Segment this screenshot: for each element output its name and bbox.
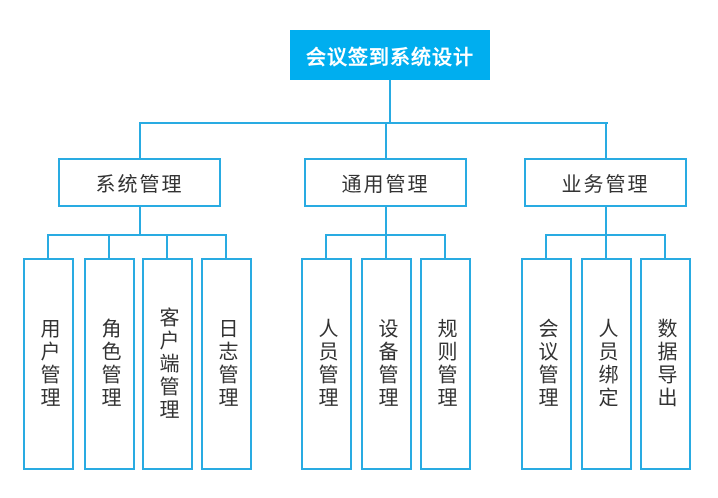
leaf-node-label: 规则管理	[434, 318, 456, 410]
leaf-node-personnel-binding: 人员绑定	[581, 258, 632, 470]
connector-line	[545, 234, 547, 258]
connector-line	[389, 80, 391, 123]
connector-line	[47, 234, 227, 236]
connector-line	[444, 234, 446, 258]
leaf-node-label: 角色管理	[98, 318, 120, 410]
connector-line	[605, 122, 607, 158]
leaf-node-label: 用户管理	[37, 318, 59, 410]
group-node-system-management: 系统管理	[58, 158, 221, 207]
group-node-general-management: 通用管理	[304, 158, 467, 207]
leaf-node-client-management: 客户端管理	[142, 258, 193, 470]
connector-line	[108, 234, 110, 258]
leaf-node-label: 人员绑定	[595, 318, 617, 410]
connector-line	[47, 234, 49, 258]
connector-line	[605, 207, 607, 236]
leaf-node-label: 客户端管理	[156, 306, 178, 422]
connector-line	[664, 234, 666, 258]
root-node-label: 会议签到系统设计	[306, 46, 474, 69]
connector-line	[225, 234, 227, 258]
connector-line	[139, 207, 141, 236]
connector-line	[385, 122, 387, 158]
leaf-node-label: 设备管理	[375, 318, 397, 410]
leaf-node-label: 人员管理	[315, 318, 337, 410]
leaf-node-personnel-management: 人员管理	[301, 258, 352, 470]
connector-line	[139, 122, 608, 124]
root-node-meeting-checkin-system-design: 会议签到系统设计	[290, 30, 490, 80]
group-node-label: 业务管理	[561, 174, 650, 196]
leaf-node-role-management: 角色管理	[84, 258, 135, 470]
connector-line	[385, 234, 387, 258]
leaf-node-label: 数据导出	[654, 318, 676, 410]
group-node-business-management: 业务管理	[524, 158, 687, 207]
leaf-node-data-export: 数据导出	[640, 258, 691, 470]
leaf-node-device-management: 设备管理	[361, 258, 412, 470]
leaf-node-rule-management: 规则管理	[420, 258, 471, 470]
leaf-node-label: 会议管理	[535, 318, 557, 410]
connector-line	[605, 234, 607, 258]
leaf-node-meeting-management: 会议管理	[521, 258, 572, 470]
leaf-node-user-management: 用户管理	[23, 258, 74, 470]
connector-line	[325, 234, 327, 258]
group-node-label: 通用管理	[341, 174, 430, 196]
leaf-node-log-management: 日志管理	[201, 258, 252, 470]
leaf-node-label: 日志管理	[215, 318, 237, 410]
connector-line	[166, 234, 168, 258]
group-node-label: 系统管理	[95, 174, 184, 196]
connector-line	[385, 207, 387, 236]
connector-line	[139, 122, 141, 158]
